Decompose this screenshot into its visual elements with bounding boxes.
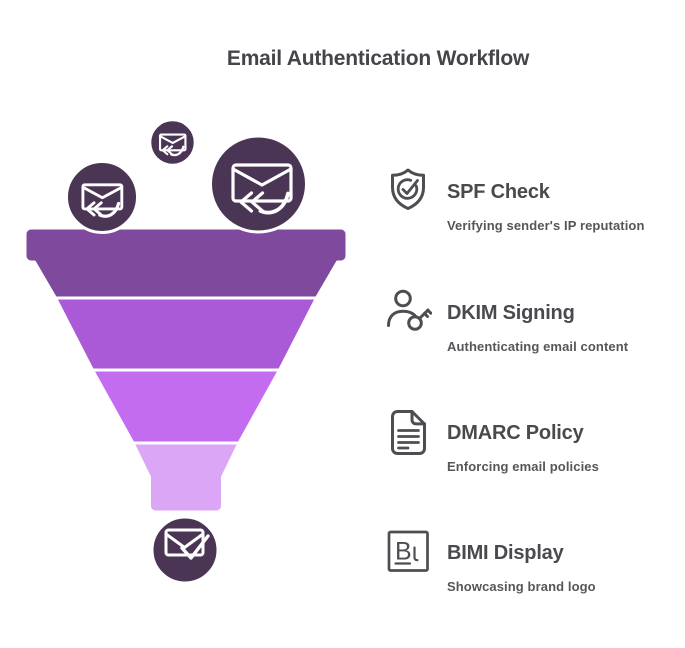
funnel xyxy=(23,226,349,514)
envelope-check-icon xyxy=(164,528,210,560)
envelope-reply-icon xyxy=(158,133,187,157)
step-text: SPF Check Verifying sender's IP reputati… xyxy=(447,166,645,233)
step-bimi-display: B BIMI Display Showcasing brand logo xyxy=(384,527,596,594)
step-title: BIMI Display xyxy=(447,542,564,564)
incoming-mail-badge-left xyxy=(65,160,139,234)
funnel-segment-dmarc xyxy=(91,368,281,445)
step-text: DMARC Policy Enforcing email policies xyxy=(447,407,599,474)
step-title: DMARC Policy xyxy=(447,422,584,444)
envelope-reply-icon xyxy=(231,163,293,215)
shield-check-icon xyxy=(391,168,425,210)
user-key-icon xyxy=(387,289,432,331)
step-dkim-signing: DKIM Signing Authenticating email conten… xyxy=(384,287,628,354)
funnel-segment-dkim xyxy=(54,296,318,372)
svg-text:B: B xyxy=(395,538,412,566)
bimi-brand-icon: B xyxy=(387,530,429,572)
step-dmarc-policy: DMARC Policy Enforcing email policies xyxy=(384,407,599,474)
step-description: Enforcing email policies xyxy=(447,459,599,474)
step-title: SPF Check xyxy=(447,181,550,203)
step-description: Authenticating email content xyxy=(447,339,629,354)
envelope-reply-icon xyxy=(81,183,124,218)
document-icon xyxy=(391,410,426,455)
step-text: BIMI Display Showcasing brand logo xyxy=(447,527,596,594)
step-description: Verifying sender's IP reputation xyxy=(447,218,645,233)
step-title: DKIM Signing xyxy=(447,302,575,324)
incoming-mail-badge-right xyxy=(209,134,308,234)
funnel-segment-bimi xyxy=(131,441,241,514)
step-spf-check: SPF Check Verifying sender's IP reputati… xyxy=(384,166,645,233)
page-title: Email Authentication Workflow xyxy=(226,47,530,70)
step-description: Showcasing brand logo xyxy=(447,579,596,594)
verified-mail-badge xyxy=(150,515,220,585)
incoming-mail-badge-small xyxy=(148,118,197,167)
funnel-segment-spf xyxy=(23,226,349,300)
step-text: DKIM Signing Authenticating email conten… xyxy=(447,287,628,354)
